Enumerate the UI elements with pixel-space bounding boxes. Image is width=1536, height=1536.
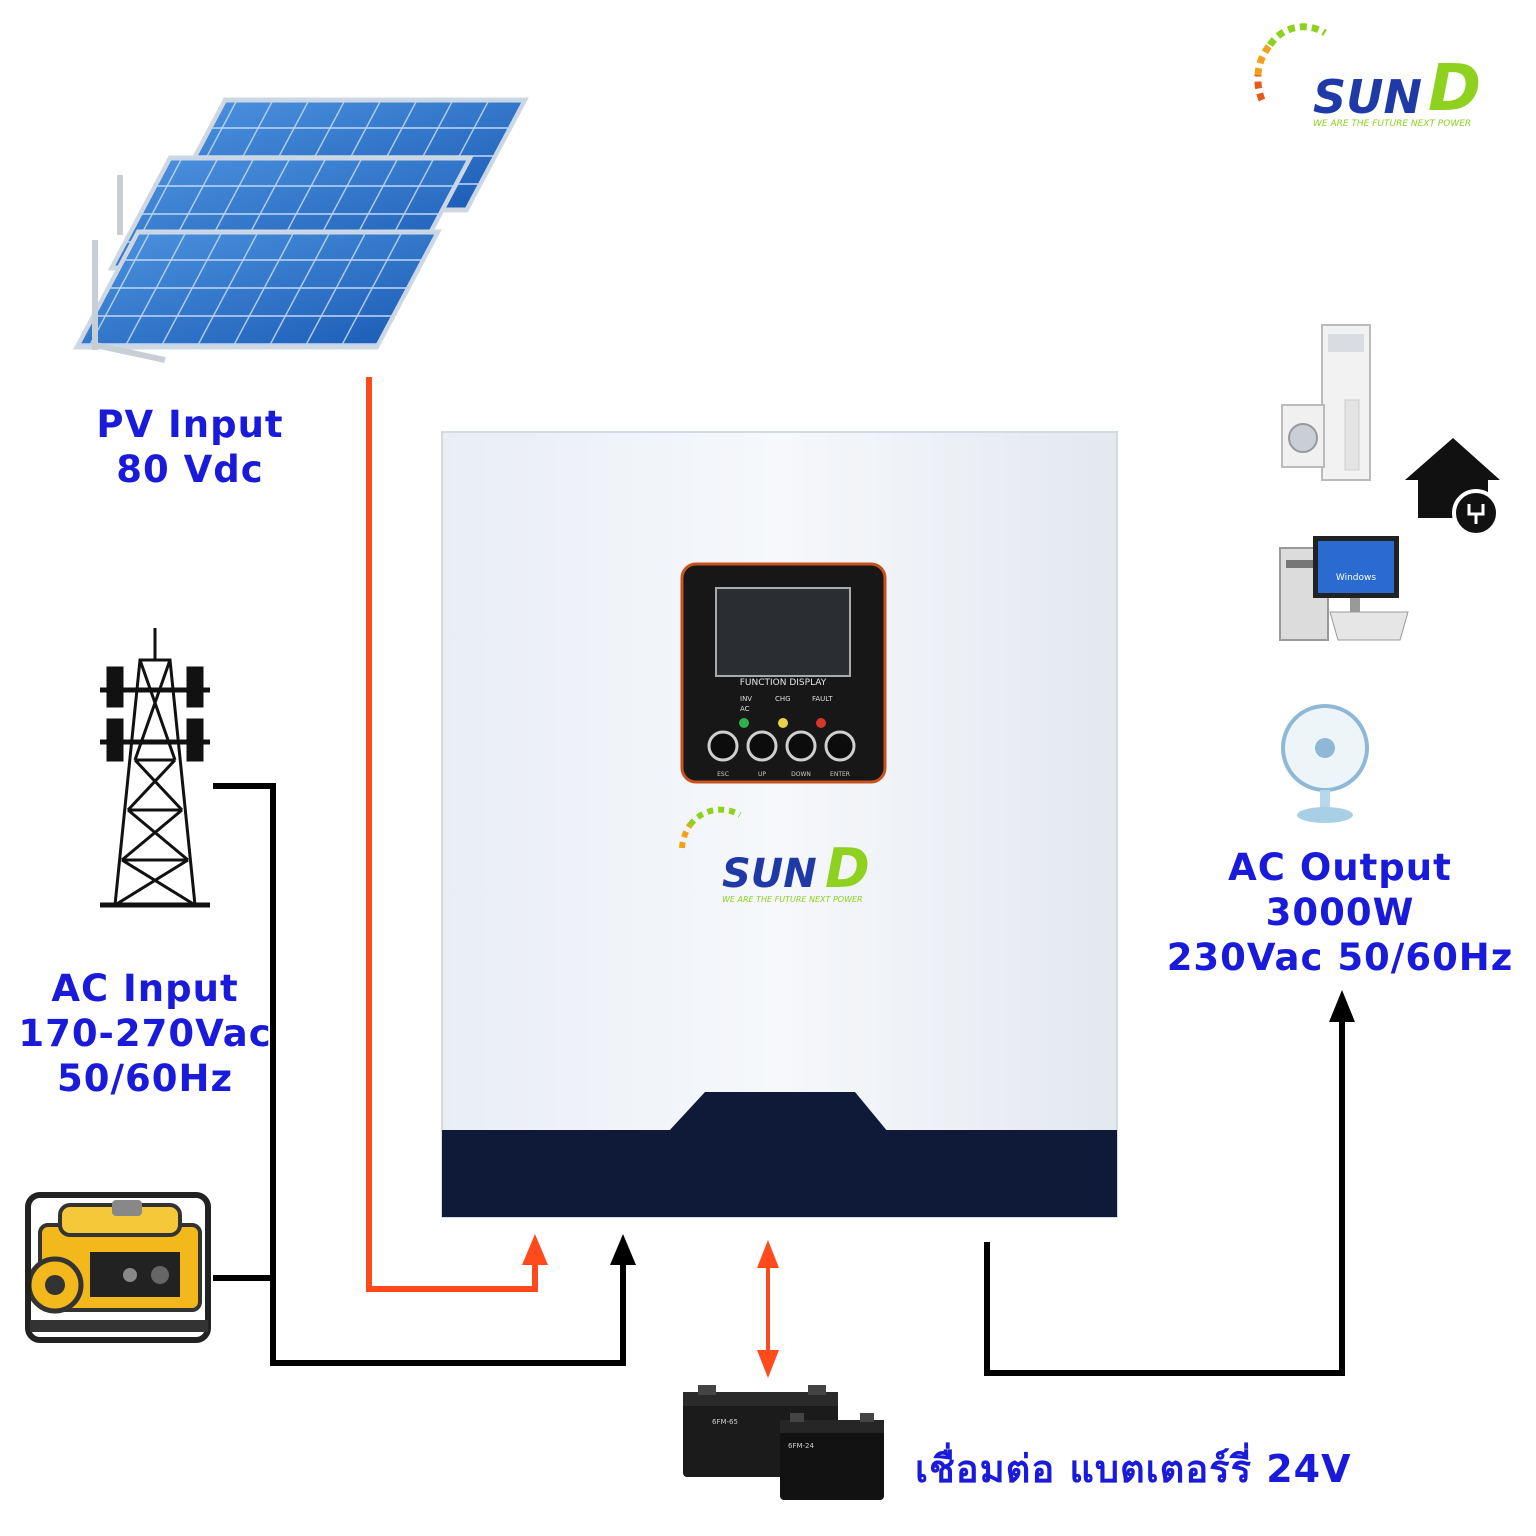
inverter-logo: SUN D WE ARE THE FUTURE NEXT POWER [679,806,870,904]
enter-button[interactable] [824,730,856,762]
battery-model-1: 6FM-65 [712,1418,738,1426]
brand-logo: SUN D WE ARE THE FUTURE NEXT POWER [1254,23,1481,129]
down-label: DOWN [791,771,811,778]
ac-input-label: AC Input 170-270Vac 50/60Hz [0,966,290,1101]
esc-label: ESC [717,771,729,778]
up-label: UP [758,771,766,778]
solar-panels-icon [73,97,529,363]
battery-connect-text: เชื่อมต่อ แบตเตอร์รี่ 24V [915,1447,1352,1491]
indicator-ac: AC [740,705,750,713]
pv-input-voltage: 80 Vdc [116,448,264,492]
battery-model-2: 6FM-24 [788,1442,814,1450]
function-display-title: FUNCTION DISPLAY [740,678,827,688]
monitor-text: Windows [1336,573,1376,583]
indicator-inv: INV [740,695,752,703]
brand-sun-text: SUN [1313,70,1422,124]
ac-output-power: 3000W [1265,891,1415,935]
air-conditioner-icon [1281,324,1371,481]
indicator-chg: CHG [775,695,791,703]
battery-label: เชื่อมต่อ แบตเตอร์รี่ 24V [915,1446,1475,1492]
ac-output-voltage: 230Vac 50/60Hz [1166,936,1514,980]
lcd-screen [715,587,851,677]
power-tower-icon [100,628,210,908]
indicator-fault: FAULT [812,695,833,703]
esc-button[interactable] [707,730,739,762]
ac-output-label: AC Output 3000W 230Vac 50/60Hz [1145,845,1535,980]
ac-input-title: AC Input [51,967,239,1010]
inverter-unit: FUNCTION DISPLAY INV AC CHG FAULT ESC UP… [441,431,1118,1218]
logo-sun-text: SUN [722,851,817,897]
logo-tagline: WE ARE THE FUTURE NEXT POWER [722,895,863,904]
ac-output-title: AC Output [1228,846,1452,889]
ac-output-connection-line [984,990,1355,1376]
down-button[interactable] [785,730,817,762]
pv-input-title: PV Input [96,403,284,446]
pv-input-label: PV Input 80 Vdc [60,402,320,492]
home-plug-icon [1405,438,1500,537]
ac-input-frequency: 50/60Hz [57,1057,233,1101]
ac-input-voltage: 170-270Vac [18,1012,272,1056]
pv-connection-line [366,377,548,1292]
fan-icon [1281,704,1369,823]
ac-input-connection-line [213,783,636,1366]
brand-d-text: D [1428,52,1481,126]
generator-icon [25,1192,211,1343]
brand-tagline: WE ARE THE FUTURE NEXT POWER [1313,119,1471,129]
battery-icon: 6FM-65 6FM-24 [683,1385,884,1500]
logo-d-text: D [825,837,870,900]
battery-connection-arrow [757,1240,779,1378]
computer-icon: Windows [1279,536,1409,641]
enter-label: ENTER [830,771,850,778]
up-button[interactable] [746,730,778,762]
